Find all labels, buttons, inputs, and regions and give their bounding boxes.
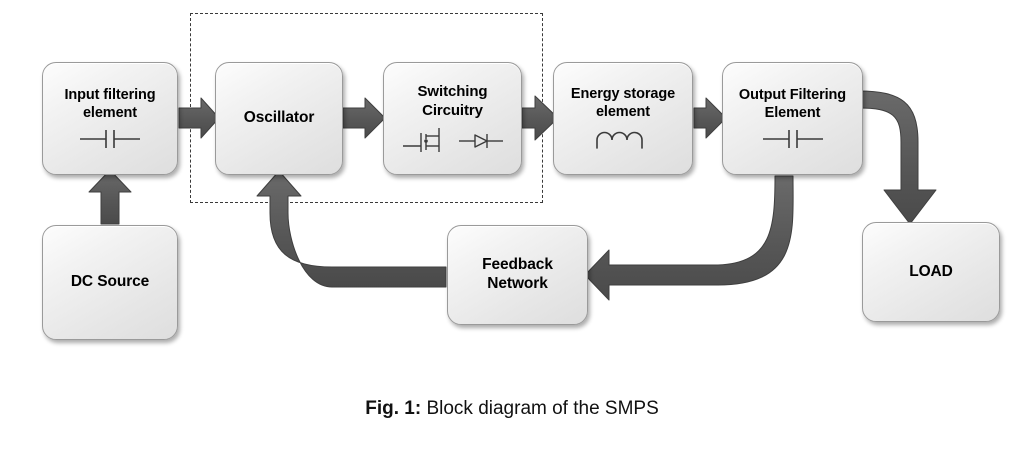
mosfet-diode-symbol	[401, 126, 505, 154]
arrow-energy-storage-to-output-filter	[693, 97, 727, 139]
block-feedback-network[interactable]: Feedback Network	[447, 225, 588, 325]
arrow-oscillator-to-switching	[342, 97, 386, 139]
block-label: DC Source	[70, 273, 150, 291]
arrow-input-filter-to-oscillator	[178, 97, 220, 139]
block-input-filtering-element[interactable]: Input filtering element	[42, 62, 178, 175]
arrow-output-filter-to-load	[858, 90, 937, 225]
block-dc-source[interactable]: DC Source	[42, 225, 178, 340]
arrow-dc-source-to-input-filter	[88, 169, 132, 225]
block-load[interactable]: LOAD	[862, 222, 1000, 322]
arrow-feedback-to-oscillator	[256, 170, 447, 288]
block-oscillator[interactable]: Oscillator	[215, 62, 343, 175]
block-label: Input filtering element	[64, 86, 156, 121]
block-energy-storage-element[interactable]: Energy storage element	[553, 62, 693, 175]
inductor-symbol	[592, 127, 654, 151]
block-output-filtering-element[interactable]: Output Filtering Element	[722, 62, 863, 175]
block-switching-circuitry[interactable]: Switching Circuitry	[383, 62, 522, 175]
figure-number: Fig. 1:	[365, 398, 422, 419]
block-label: LOAD	[909, 262, 953, 280]
capacitor-symbol	[78, 128, 142, 150]
arrow-switching-to-energy-storage	[521, 95, 559, 141]
block-label: Output Filtering Element	[738, 86, 847, 121]
figure-caption: Fig. 1: Block diagram of the SMPS	[0, 398, 1024, 420]
arrow-output-filter-to-feedback	[584, 175, 794, 301]
capacitor-symbol	[761, 128, 825, 150]
block-label: Feedback Network	[482, 256, 553, 292]
block-label: Switching Circuitry	[417, 83, 488, 119]
block-label: Energy storage element	[570, 85, 676, 120]
figure-caption-text: Block diagram of the SMPS	[421, 398, 659, 419]
block-label: Oscillator	[243, 109, 315, 127]
